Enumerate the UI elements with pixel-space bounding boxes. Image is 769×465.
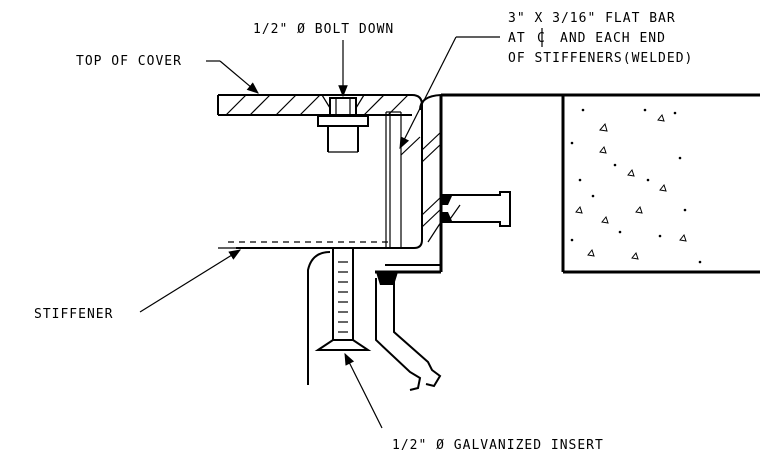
centerline-symbol: C [537,31,546,46]
cover-plate [217,94,412,116]
top-of-cover-label: TOP OF COVER [76,54,182,69]
anchor-stud-horizontal [427,191,511,243]
embed-edge [307,251,331,385]
flat-bar-label-line2-suffix: AND EACH END [560,31,666,46]
flat-bar-label-line1: 3" X 3/16" FLAT BAR [508,11,676,26]
bent-anchor [375,272,442,391]
leader-lines [139,36,500,429]
stiffener-label: STIFFENER [34,307,113,322]
galvanized-insert-label: 1/2" Ø GALVANIZED INSERT [392,438,604,453]
flat-bar-label-line3: OF STIFFENERS(WELDED) [508,51,693,66]
bolt-down [317,97,369,153]
concrete-aggregate [570,108,702,264]
angle-frame [236,94,442,266]
bolt-down-label: 1/2" Ø BOLT DOWN [253,22,394,37]
galvanized-insert [314,248,372,351]
concrete-edge [375,93,760,274]
flat-bar-label-line2-prefix: AT [508,31,526,46]
